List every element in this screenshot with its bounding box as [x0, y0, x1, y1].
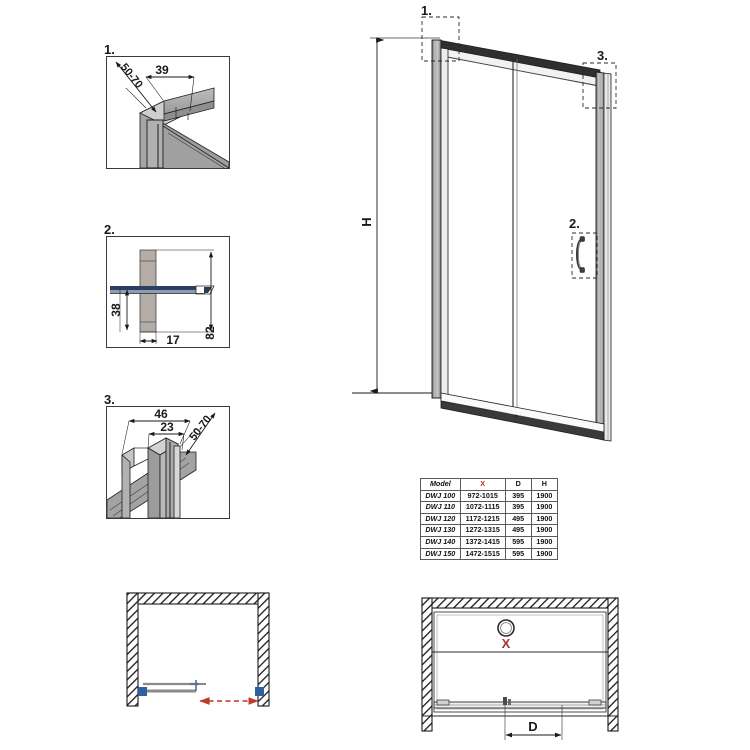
cell-h: 1900	[530, 501, 559, 514]
detail-1-number: 1.	[104, 42, 115, 57]
main-callout-3-label: 3.	[597, 48, 608, 63]
detail-2-number: 2.	[104, 222, 115, 237]
cell-model: DWJ 140	[420, 535, 461, 549]
fitting-right	[255, 687, 264, 696]
d-dimension-label: D	[528, 719, 537, 734]
cell-h: 1900	[530, 524, 559, 537]
detail-2-dim-38: 38	[109, 303, 123, 317]
door-handle-icon	[575, 236, 585, 273]
model-specification-table: Model X D H DWJ 100 972-1015 395 1900 DW…	[420, 478, 559, 561]
wall-left	[126, 592, 139, 707]
wall-left-right	[421, 597, 433, 732]
cell-d: 395	[504, 501, 532, 514]
cell-x: 1072-1115	[459, 501, 506, 514]
cell-h: 1900	[530, 512, 559, 526]
table-row: DWJ 130 1272-1315 495 1900	[420, 524, 559, 537]
cell-x: 1472-1515	[459, 547, 506, 561]
cell-d: 495	[504, 512, 532, 526]
table-row: DWJ 100 972-1015 395 1900	[420, 489, 559, 503]
shower-head-icon	[497, 619, 515, 637]
detail-3-dim-46: 46	[154, 407, 168, 421]
wall-top-right	[421, 597, 619, 609]
cell-x: 1372-1415	[459, 535, 506, 549]
callout-box-1	[421, 16, 460, 62]
fitting-left	[138, 687, 147, 696]
h-dimension-label: H	[359, 217, 374, 226]
cell-x: 1172-1215	[459, 512, 506, 526]
main-callout-1-label: 1.	[421, 3, 432, 18]
detail-3-number: 3.	[104, 392, 115, 407]
detail-2-dim-82: 82	[203, 326, 217, 340]
main-callout-2-label: 2.	[569, 216, 580, 231]
detail-2-dim-17: 17	[166, 333, 180, 347]
table-row: DWJ 140 1372-1415 595 1900	[420, 535, 559, 549]
wall-right	[257, 592, 270, 707]
table-row: DWJ 110 1072-1115 395 1900	[420, 501, 559, 514]
detail-1-dim-39: 39	[155, 63, 169, 77]
x-dimension-label: X	[502, 636, 511, 651]
cell-model: DWJ 130	[420, 524, 461, 537]
wall-right-right	[607, 597, 619, 732]
cell-h: 1900	[530, 535, 559, 549]
detail-3-dim-23: 23	[160, 420, 174, 434]
cell-h: 1900	[530, 547, 559, 561]
enclosure-outline	[433, 611, 607, 713]
table-row: DWJ 150 1472-1515 595 1900	[420, 547, 559, 561]
table-row: DWJ 120 1172-1215 495 1900	[420, 512, 559, 526]
cell-x: 1272-1315	[459, 524, 506, 537]
cell-model: DWJ 120	[420, 512, 461, 526]
cell-d: 595	[504, 535, 532, 549]
callout-box-3	[582, 62, 617, 109]
